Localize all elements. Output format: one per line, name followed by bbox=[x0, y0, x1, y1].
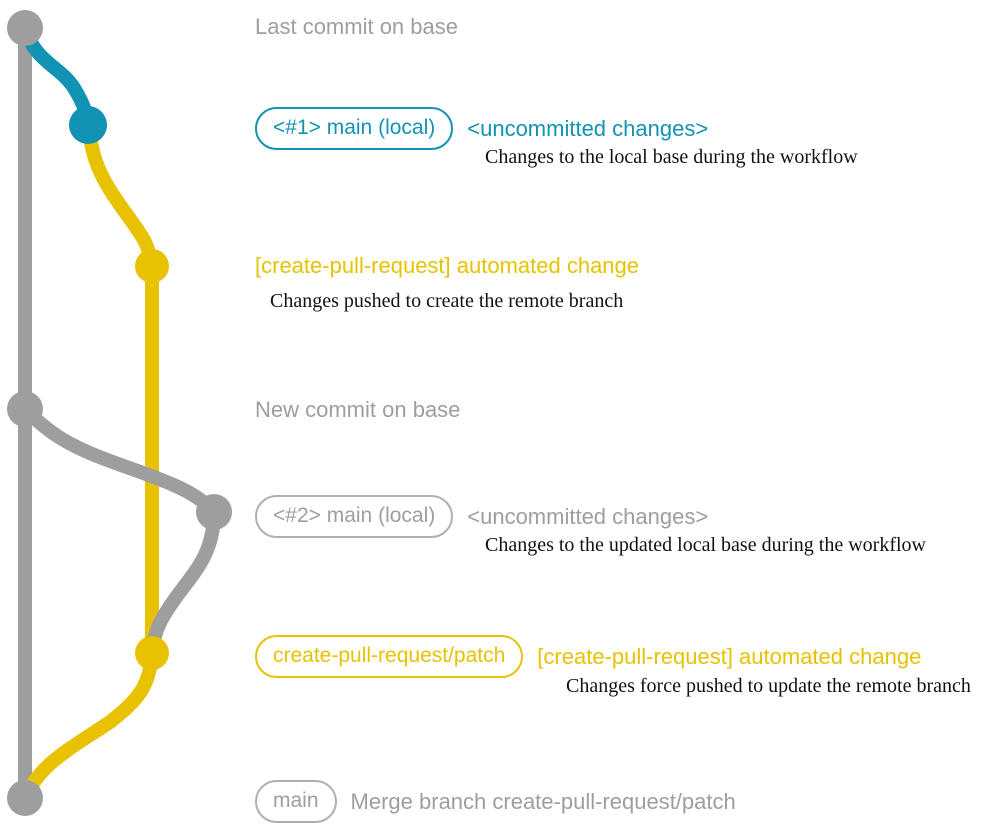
entry-merge-commit: main Merge branch create-pull-request/pa… bbox=[255, 780, 736, 823]
label-new-commit-on-base: New commit on base bbox=[255, 397, 461, 422]
subject-remote-update: [create-pull-request] automated change bbox=[537, 643, 922, 669]
entry-local-commit-1: <#1> main (local) <uncommitted changes> bbox=[255, 107, 708, 150]
entry-local-commit-2: <#2> main (local) <uncommitted changes> bbox=[255, 495, 708, 538]
subject-remote-create: [create-pull-request] automated change bbox=[255, 253, 640, 278]
commit-node-remote-update[interactable] bbox=[135, 636, 169, 670]
ref-pill-main[interactable]: main bbox=[255, 780, 337, 823]
commit-node-local-1[interactable] bbox=[69, 106, 107, 144]
description-remote-update: Changes force pushed to update the remot… bbox=[566, 675, 971, 697]
description-local-commit-2: Changes to the updated local base during… bbox=[485, 534, 926, 556]
label-last-commit-on-base: Last commit on base bbox=[255, 14, 458, 39]
ref-pill-main-local-1[interactable]: <#1> main (local) bbox=[255, 107, 454, 150]
commit-node-local-2[interactable] bbox=[196, 494, 232, 530]
edge-local2-to-remote-update bbox=[145, 505, 221, 660]
commit-node-new-commit-on-base[interactable] bbox=[7, 391, 43, 427]
edge-local1-to-remote-create bbox=[81, 118, 159, 273]
commit-node-merge[interactable] bbox=[7, 780, 43, 816]
entry-remote-update: create-pull-request/patch [create-pull-r… bbox=[255, 635, 921, 678]
subject-local-commit-1: <uncommitted changes> bbox=[467, 115, 709, 141]
edge-remote-update-to-merge bbox=[18, 646, 159, 805]
commit-node-last-commit-on-base[interactable] bbox=[7, 10, 43, 46]
description-remote-create: Changes pushed to create the remote bran… bbox=[270, 290, 624, 312]
ref-pill-main-local-2[interactable]: <#2> main (local) bbox=[255, 495, 454, 538]
description-local-commit-1: Changes to the local base during the wor… bbox=[485, 146, 858, 168]
commit-node-remote-create[interactable] bbox=[135, 249, 169, 283]
ref-pill-create-pull-request-patch[interactable]: create-pull-request/patch bbox=[255, 635, 524, 678]
subject-local-commit-2: <uncommitted changes> bbox=[467, 503, 709, 529]
entry-remote-create: [create-pull-request] automated change bbox=[255, 255, 639, 277]
subject-merge-commit: Merge branch create-pull-request/patch bbox=[350, 788, 736, 814]
edge-base2-to-local2 bbox=[18, 402, 221, 519]
